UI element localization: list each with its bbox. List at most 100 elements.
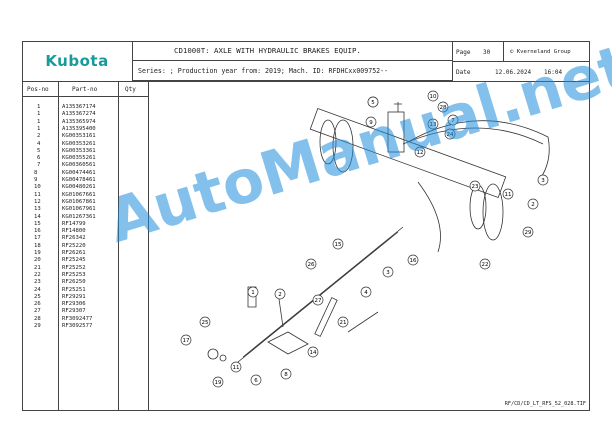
callout-label: 27: [315, 298, 322, 304]
time-value: 16:04: [544, 69, 563, 76]
callout-bubble: [367, 96, 379, 108]
callout-bubble: [365, 116, 377, 128]
table-cell-pos: 18: [34, 242, 41, 249]
callout-label: 9: [369, 120, 373, 126]
table-divider: [148, 82, 149, 411]
file-reference: RF/CD/CD_LT_RFS_52_028.TIF: [504, 401, 586, 407]
table-cell-part: KG00478461: [62, 177, 96, 183]
table-cell-part: RF3092477: [62, 315, 93, 322]
callout-bubble: [230, 361, 242, 373]
callout-bubble: [407, 254, 419, 266]
table-cell-pos: 6: [37, 155, 41, 162]
hydraulic-hose: [402, 127, 544, 145]
page-title: CD1000T: AXLE WITH HYDRAULIC BRAKES EQUI…: [132, 41, 452, 61]
callout-bubble: [247, 286, 259, 298]
table-cell-part: KG00360561: [62, 162, 96, 169]
date-value: 12.06.2024: [495, 69, 532, 76]
callout-label: 22: [482, 262, 489, 268]
series-line: Series: ; Production year from: 2019; Ma…: [132, 61, 452, 81]
callout-label: 23: [472, 184, 479, 190]
table-cell-part: A135395400: [62, 125, 96, 132]
callout-bubble: [332, 238, 344, 250]
callout-bubble: [360, 286, 372, 298]
table-cell-pos: 21: [34, 264, 41, 271]
callout-bubble: [447, 114, 459, 126]
table-cell-pos: 2: [37, 133, 41, 140]
callout-bubble: [522, 226, 534, 238]
table-cell-part: RF25245: [62, 257, 86, 264]
brake-cylinder: [387, 111, 405, 153]
callout-label: 17: [183, 338, 190, 344]
callout-bubble: [274, 288, 286, 300]
table-cell-part: RF26261: [62, 250, 86, 256]
right-hub: [482, 183, 504, 241]
hydraulic-hose: [407, 120, 550, 183]
table-cell-pos: 4: [37, 140, 41, 147]
cable: [347, 311, 379, 333]
callout-bubble: [307, 346, 319, 358]
callout-label: 13: [430, 122, 437, 128]
callout-bubble: [312, 294, 324, 306]
date-label: Date: [456, 69, 471, 76]
axle-beam: [309, 107, 507, 199]
table-cell-pos: 17: [34, 235, 41, 242]
table-cell-pos: 1: [37, 125, 41, 132]
table-cell-pos: 5: [37, 147, 41, 154]
callout-bubble: [444, 128, 456, 140]
table-cell-pos: 23: [34, 279, 41, 286]
callout-bubble: [502, 188, 514, 200]
table-cell-part: KG01067961: [62, 206, 96, 213]
header-divider: [22, 81, 590, 82]
table-cell-part: RF25251: [62, 286, 86, 293]
callout-label: 10: [430, 94, 437, 100]
table-cell-part: RF14800: [62, 228, 86, 235]
table-cell-pos: 26: [34, 301, 41, 308]
table-cell-part: RF25253: [62, 271, 86, 278]
left-hub: [319, 119, 337, 165]
callout-bubble: [427, 118, 439, 130]
fastener: [219, 354, 227, 362]
table-cell-pos: 27: [34, 308, 41, 315]
spring: [314, 297, 338, 337]
table-cell-part: RF25220: [62, 242, 86, 249]
fastener: [207, 348, 219, 360]
table-cell-part: KG00353161: [62, 133, 96, 140]
callout-label: 5: [371, 100, 375, 106]
page-number: 30: [483, 49, 491, 56]
callout-bubble: [337, 316, 349, 328]
page-label: Page: [456, 49, 471, 56]
callout-bubble: [437, 101, 449, 113]
column-header-pos: Pos-no: [27, 86, 49, 93]
callout-label: 15: [335, 242, 342, 248]
exploded-drawing: 1810281397122423113229221516263412211425…: [180, 90, 550, 388]
callout-bubble: [280, 368, 292, 380]
header-divider: [503, 41, 504, 61]
table-cell-pos: 25: [34, 293, 41, 300]
brake-lever: [267, 331, 309, 355]
callout-label: 2: [278, 292, 282, 298]
callout-label: 7: [451, 118, 455, 124]
kubota-logo: Kubota: [22, 41, 133, 82]
table-cell-pos: 15: [34, 220, 41, 227]
table-cell-pos: 24: [34, 286, 41, 293]
table-cell-part: RF26250: [62, 279, 86, 286]
table-cell-pos: 29: [34, 323, 41, 329]
table-cell-part: KG00480261: [62, 184, 96, 191]
callout-label: 11: [233, 365, 240, 371]
callout-label: 1: [251, 290, 255, 296]
callout-label: 19: [215, 380, 222, 386]
table-cell-part: KG00355261: [62, 155, 96, 162]
header-divider: [452, 61, 590, 62]
column-header-qty: Qty: [125, 86, 136, 93]
callout-bubble: [180, 334, 192, 346]
table-cell-pos: 22: [34, 271, 41, 278]
table-cell-pos: 1: [37, 111, 41, 118]
table-cell-pos: 8: [34, 169, 38, 176]
table-cell-pos: 1: [37, 104, 41, 110]
table-cell-part: RF29291: [62, 293, 86, 300]
table-cell-pos: 20: [34, 257, 41, 264]
table-cell-pos: 11: [34, 191, 41, 198]
callout-bubble: [250, 374, 262, 386]
callout-bubble: [414, 146, 426, 158]
callout-bubble: [427, 90, 439, 102]
